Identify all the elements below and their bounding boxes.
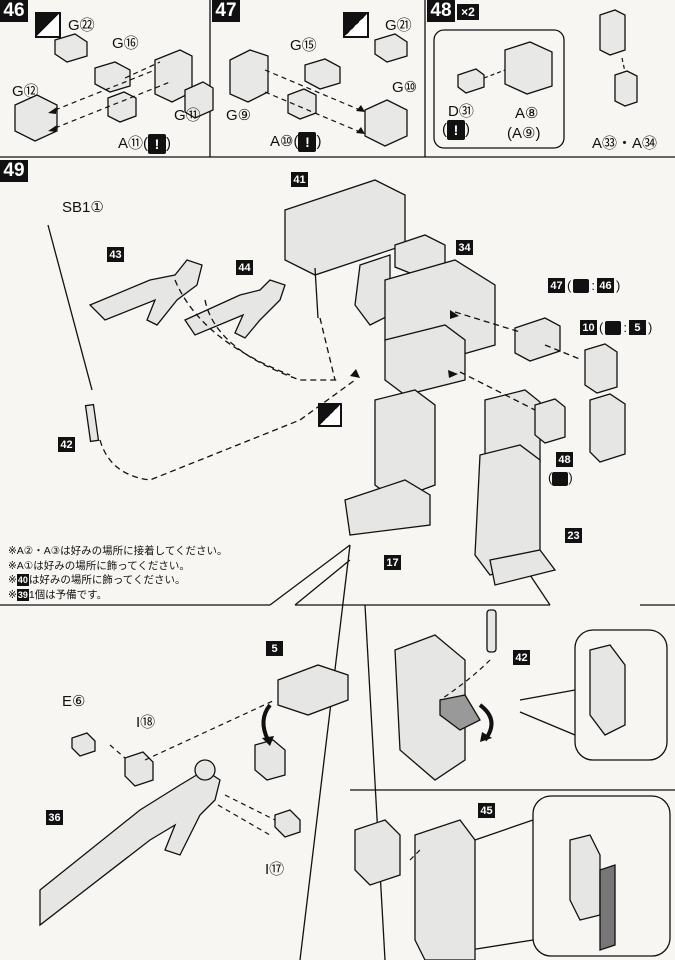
label-e6: E⑥ <box>62 693 86 710</box>
label-a33-a34: A㉝・A㉞ <box>592 135 658 152</box>
part-17: 17 <box>384 555 401 570</box>
label-g10: G⑩ <box>392 79 418 96</box>
note-2: ※A①は好みの場所に飾ってください。 <box>8 559 190 572</box>
part-23: 23 <box>565 528 582 543</box>
step49-guides <box>99 279 583 481</box>
label-g16: G⑯ <box>112 35 139 52</box>
label-i18: I⑱ <box>136 714 156 731</box>
part-34: 34 <box>456 240 473 255</box>
label-a11: A⑪(!) <box>118 134 172 155</box>
step-48-number: 48 <box>427 0 455 22</box>
step-47-number: 47 <box>212 0 240 22</box>
label-a10: A⑩(!) <box>270 132 322 153</box>
swap-arrow-icon <box>605 320 622 335</box>
step49-weapons <box>47 179 626 586</box>
part-44: 44 <box>236 260 253 275</box>
step-46-number: 46 <box>0 0 28 22</box>
label-48-symbol: () <box>548 470 573 486</box>
callout-box-lower <box>532 795 671 957</box>
part-41: 41 <box>291 172 308 187</box>
no-glue-icon <box>343 12 369 38</box>
lower-leg-parts <box>354 609 626 960</box>
label-g15: G⑮ <box>290 37 317 54</box>
label-10-to-5: 10 (: 5) <box>580 320 652 335</box>
no-glue-icon <box>318 403 342 427</box>
label-47-to-46: 47 (: 46) <box>548 278 620 293</box>
caution-icon: ! <box>148 134 167 155</box>
callout-box-right <box>574 629 668 761</box>
part-36: 36 <box>46 810 63 825</box>
label-a9: (A⑨) <box>507 125 541 142</box>
step48-parts <box>457 9 638 107</box>
label-g21: G㉑ <box>385 17 412 34</box>
part-45: 45 <box>478 803 495 818</box>
part-42: 42 <box>58 437 75 452</box>
label-g22: G㉒ <box>68 17 95 34</box>
label-i17: I⑰ <box>265 861 285 878</box>
label-a8: A⑧ <box>515 105 539 122</box>
step-49-number: 49 <box>0 160 28 182</box>
part-43: 43 <box>107 247 124 262</box>
part-42-lower: 42 <box>513 650 530 665</box>
caution-icon: ! <box>298 132 317 153</box>
lower-rifle-parts <box>39 664 349 927</box>
note-4: ※391個は予備です。 <box>8 588 108 601</box>
no-glue-icon <box>35 12 61 38</box>
part-5: 5 <box>266 641 283 656</box>
inset-box-48 <box>433 29 565 149</box>
note-1: ※A②・A③は好みの場所に接着してください。 <box>8 545 228 557</box>
step47-parts <box>229 33 408 147</box>
step-48-multiplier: ×2 <box>457 4 479 20</box>
notes-block: ※A②・A③は好みの場所に接着してください。 ※A①は好みの場所に飾ってください… <box>8 544 228 602</box>
label-g12: G⑫ <box>12 83 39 100</box>
caution-icon: ! <box>447 120 465 140</box>
label-d31: D㉛ <box>448 103 474 120</box>
part-48: 48 <box>556 452 573 467</box>
step46-parts <box>14 33 214 142</box>
swap-arrow-icon <box>573 278 590 293</box>
note-3: ※40は好みの場所に飾ってください。 <box>8 574 186 586</box>
label-g9: G⑨ <box>226 107 252 124</box>
label-g11: G⑪ <box>174 107 201 124</box>
fold-arrow-icon <box>552 471 569 486</box>
rotate-arrow <box>261 703 272 741</box>
label-sb1: SB1① <box>62 199 104 216</box>
label-d31-caution: (!) <box>442 120 470 140</box>
